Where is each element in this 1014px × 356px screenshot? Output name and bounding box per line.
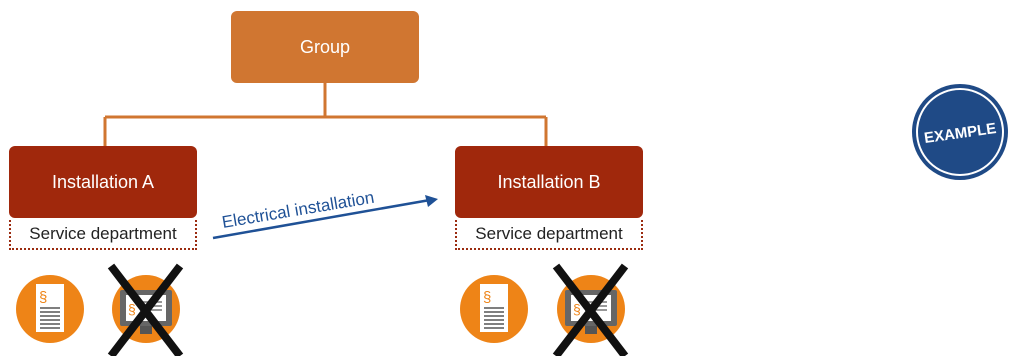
installation-a-doc-icon: § xyxy=(16,275,84,343)
service-b-label: Service department xyxy=(475,224,623,243)
installation-a-service-department: Service department xyxy=(9,220,197,250)
installation-a-node: Installation A xyxy=(9,146,197,218)
doc-symbol: § xyxy=(39,289,47,306)
monitor-doc-symbol: § xyxy=(573,301,581,317)
installation-b-cross-icon xyxy=(552,263,629,356)
monitor-doc-symbol: § xyxy=(128,301,136,317)
example-badge: EXAMPLE xyxy=(912,84,1008,180)
installation-b-doc-icon: § xyxy=(460,275,528,343)
installation-a-label: Installation A xyxy=(51,171,155,192)
group-label: Group xyxy=(299,36,351,57)
transfer-arrow xyxy=(212,195,438,240)
installation-b-label: Installation B xyxy=(497,171,601,192)
service-a-label: Service department xyxy=(29,224,177,243)
doc-symbol: § xyxy=(483,289,491,306)
hierarchy-connectors xyxy=(103,83,548,146)
installation-a-cross-icon xyxy=(107,263,184,356)
arrow-label: Electrical installation xyxy=(221,188,376,232)
installation-b-node: Installation B xyxy=(455,146,643,218)
installation-b-service-department: Service department xyxy=(455,220,643,250)
group-node: Group xyxy=(231,11,419,83)
